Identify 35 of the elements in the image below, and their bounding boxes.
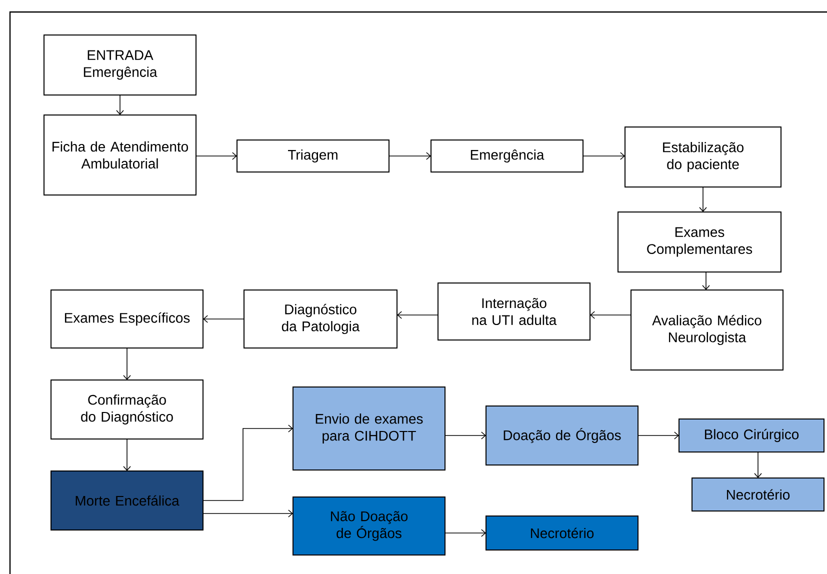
process-box: Internação na UTI adulta [438,282,590,340]
process-box: Necrotério [692,478,824,512]
arrow [590,311,632,319]
process-box: Diagnóstico da Patologia [244,290,398,348]
arrow [196,152,237,160]
arrow [203,315,244,323]
process-box: Exames Específicos [50,290,204,348]
process-box: Necrotério [486,516,638,550]
arrow [444,432,486,440]
arrow [123,438,131,471]
arrow [388,152,431,160]
process-box: Avaliação Médico Neurologista [630,290,784,370]
arrow [123,348,131,380]
arrow [582,152,625,160]
arrow [699,186,707,212]
process-box: Não Doação de Órgãos [292,496,446,556]
arrow [397,311,438,319]
arrow [754,452,762,478]
process-box: Confirmação do Diagnóstico [50,380,204,440]
process-box: Ficha de Atendimento Ambulatorial [44,114,196,196]
arrow [202,510,293,518]
process-box: Emergência [430,140,584,172]
process-box: Exames Complementares [618,212,782,272]
arrow [202,424,293,501]
process-box: Estabilização do paciente [624,126,782,188]
arrow [702,272,710,290]
process-box: Bloco Cirúrgico [678,418,824,452]
arrow [638,432,679,440]
process-box: Triagem [236,140,390,172]
process-box: Doação de Órgãos [486,406,638,466]
process-box: Morte Encefálica [50,470,204,530]
process-box: Envio de exames para CIHDOTT [292,386,446,470]
process-box: ENTRADA Emergência [44,34,196,96]
arrow [444,529,486,537]
arrow [116,94,124,115]
